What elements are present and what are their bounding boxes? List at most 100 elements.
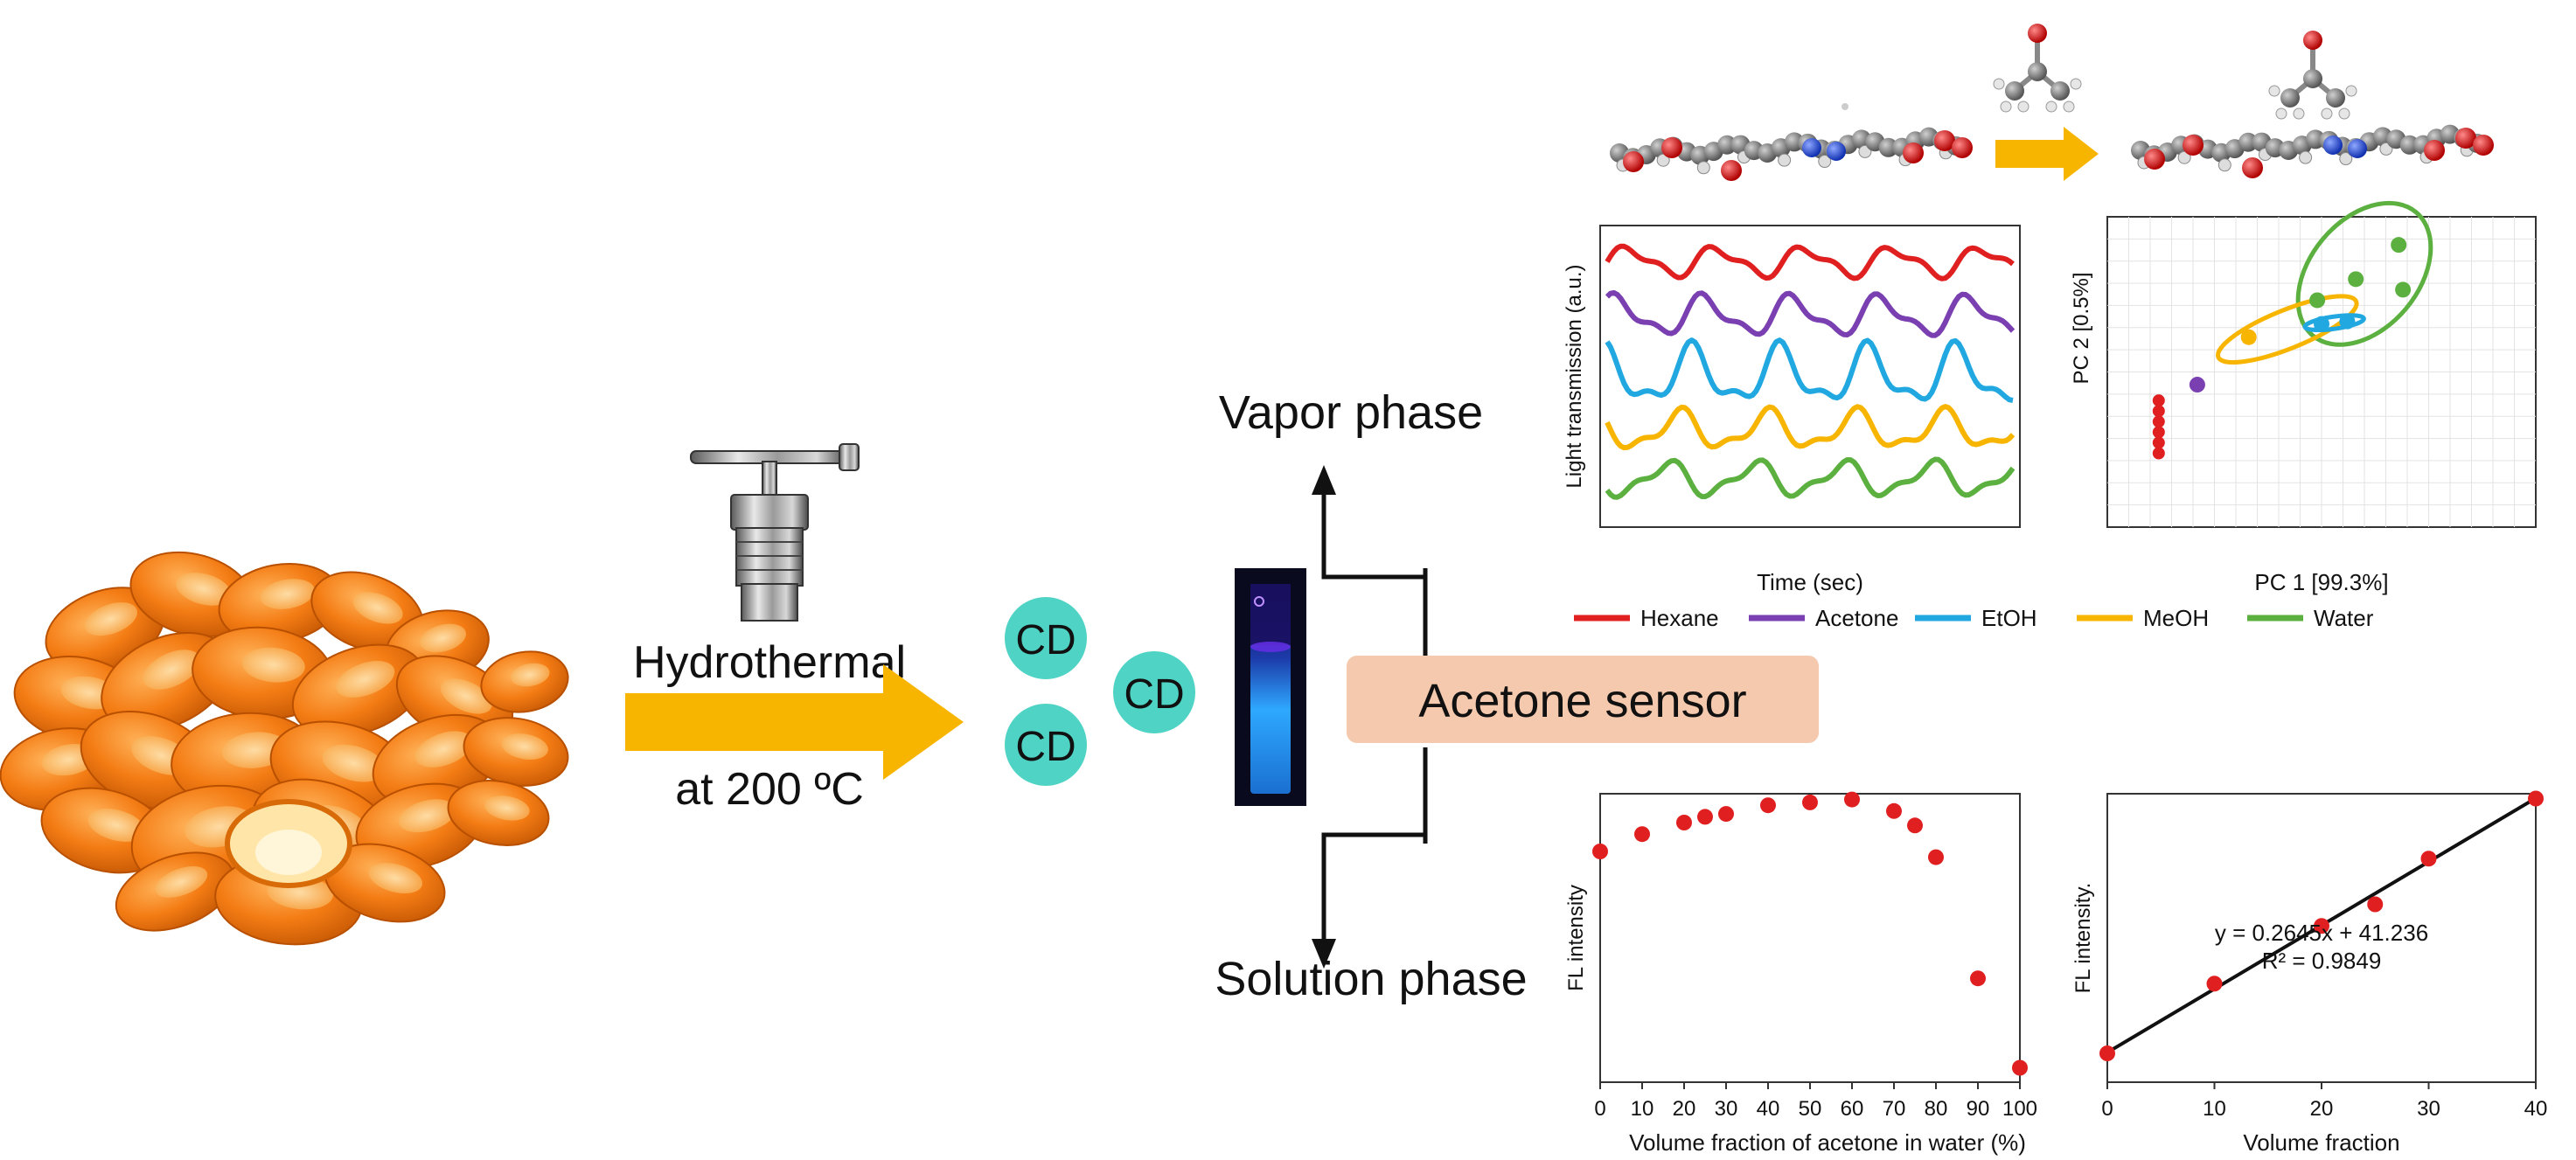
x-tick-label: 20 xyxy=(1673,1097,1696,1121)
x-tick-label: 20 xyxy=(2310,1097,2334,1121)
y-axis-label: PC 2 [0.5%] xyxy=(2070,272,2093,384)
nitrogen-atom xyxy=(2348,139,2367,158)
hydrogen-atom xyxy=(1696,161,1710,175)
x-axis-label: Time (sec) xyxy=(1757,569,1863,595)
autoclave-icon xyxy=(690,443,860,622)
carbon-dot-bubble: CD xyxy=(1113,651,1195,733)
cd-label: CD xyxy=(1015,617,1076,663)
hydrogen-atom xyxy=(2338,108,2350,120)
etoh-ellipse xyxy=(2302,313,2366,333)
hydrogen-atom xyxy=(1656,153,1670,167)
data-point xyxy=(2339,313,2356,330)
oxygen-atom xyxy=(2455,128,2476,149)
up-arrowhead xyxy=(1312,465,1336,495)
water-ellipse xyxy=(2295,200,2433,347)
hydrogen-atom xyxy=(2177,150,2191,164)
jackfruit-highlight xyxy=(368,863,423,894)
oxygen-atom xyxy=(1903,142,1924,163)
oxygen-atom xyxy=(2242,157,2263,178)
data-point xyxy=(1907,817,1923,834)
data-point xyxy=(2314,918,2329,934)
oxygen-atom xyxy=(2144,149,2165,170)
data-point xyxy=(1970,970,1986,987)
carbon-atom xyxy=(2399,135,2419,155)
acetone-sensor-box: Acetone sensor xyxy=(1347,656,1819,743)
jackfruit-highlight xyxy=(155,866,208,898)
legend-label: MeOH xyxy=(2143,605,2209,631)
carbon-atom xyxy=(2005,81,2024,101)
carbon-atom xyxy=(2238,132,2259,152)
jackfruit-highlight xyxy=(322,744,386,782)
process-arrow xyxy=(625,664,964,780)
jackfruit-highlight xyxy=(440,678,492,714)
y-axis-label: Light transmission (a.u.) xyxy=(1563,264,1586,488)
y-axis-label: FL intensity xyxy=(1564,885,1588,991)
hydrogen-atom xyxy=(2045,101,2057,113)
branch-connector xyxy=(1321,490,1428,944)
hydrogen-atom xyxy=(2000,101,2012,113)
data-point xyxy=(2367,896,2384,913)
acetone-molecule-icon xyxy=(2268,31,2357,120)
hydrogen-atom xyxy=(2293,108,2305,120)
jackfruit-highlight xyxy=(87,809,145,842)
x-axis-label: Volume fraction xyxy=(2243,1129,2399,1156)
jackfruit-highlight xyxy=(484,795,530,821)
hydrogen-atom xyxy=(2217,158,2231,172)
oxygen-atom xyxy=(1952,137,1973,158)
legend-label: EtOH xyxy=(1981,605,2037,631)
oxygen-atom xyxy=(2473,135,2494,156)
pca-chart: PC 1 [99.3%]PC 2 [0.5%] xyxy=(2070,200,2537,595)
jackfruit-highlight xyxy=(336,661,395,698)
temperature-label: at 200 ºC xyxy=(675,764,864,815)
x-tick-label: 40 xyxy=(1757,1097,1780,1121)
acetone-molecule-icon xyxy=(1993,24,2082,113)
jackfruit-highlight xyxy=(414,731,473,768)
data-point xyxy=(2012,1059,2028,1076)
x-tick-label: 30 xyxy=(2417,1097,2440,1121)
nitrogen-atom xyxy=(2323,135,2343,155)
vapor-phase-label: Vapor phase xyxy=(1219,386,1483,439)
carbon-atom xyxy=(1878,137,1898,157)
data-point xyxy=(1697,809,1713,825)
x-tick-label: 30 xyxy=(1715,1097,1738,1121)
plot-frame xyxy=(1599,793,2021,1083)
jackfruit-highlight xyxy=(241,647,305,683)
data-point xyxy=(1676,815,1692,830)
data-point xyxy=(2348,271,2364,288)
data-point xyxy=(1592,844,1608,859)
data-point xyxy=(2099,1045,2115,1061)
jackfruit-image xyxy=(0,551,569,946)
down-arrowhead xyxy=(1312,939,1336,969)
oxygen-atom xyxy=(2303,31,2322,50)
light-transmission-chart: Time (sec) Light transmission (a.u.) xyxy=(1563,225,2021,595)
sensor-label: Acetone sensor xyxy=(1418,675,1746,727)
oxygen-atom xyxy=(2424,140,2445,161)
series-line xyxy=(1605,289,2016,338)
data-point xyxy=(1718,806,1734,823)
jackfruit-highlight xyxy=(352,592,403,624)
jackfruit-highlight xyxy=(260,579,315,609)
data-point xyxy=(1928,849,1944,865)
hydrogen-atom xyxy=(2017,101,2029,113)
x-tick-label: 0 xyxy=(1594,1097,1605,1121)
carbon-atom xyxy=(1717,135,1737,155)
oxygen-atom xyxy=(1623,151,1644,172)
fit-equation: y = 0.2645x + 41.236 xyxy=(2215,920,2428,946)
nitrogen-atom xyxy=(1802,138,1821,157)
oxygen-atom xyxy=(2183,135,2204,156)
cd-label: CD xyxy=(1124,671,1184,718)
carbon-dot-bubble: CD xyxy=(1005,597,1087,679)
carbon-dot-bubble: CD xyxy=(1005,704,1087,786)
data-point xyxy=(2240,329,2257,345)
jackfruit-highlight xyxy=(143,649,201,690)
vial-icon xyxy=(1235,568,1306,806)
x-tick-label: 10 xyxy=(2203,1097,2226,1121)
hydrogen-atom xyxy=(2345,85,2357,97)
oxygen-atom xyxy=(2028,24,2047,43)
molecule-illustrations xyxy=(1610,24,2494,181)
carbon-atom xyxy=(2280,88,2300,108)
hydrogen-atom xyxy=(2275,108,2287,120)
